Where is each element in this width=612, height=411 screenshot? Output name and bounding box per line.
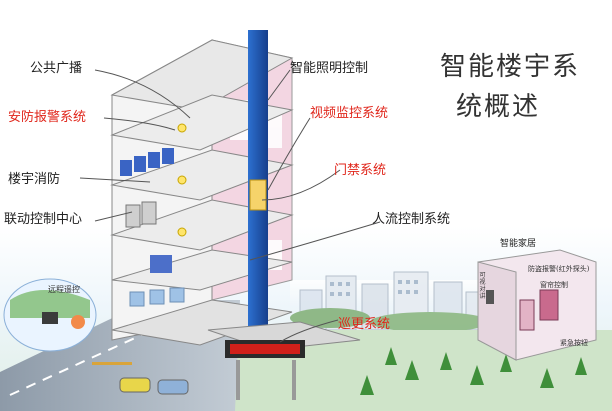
- label-people-flow: 人流控制系统: [372, 212, 451, 227]
- label-lighting-control: 智能照明控制: [290, 61, 369, 76]
- entrance-canopy: [207, 321, 361, 400]
- label-video-intercom: 可视对讲: [479, 272, 486, 300]
- label-patrol: 巡更系统: [338, 317, 391, 332]
- server-racks: [120, 148, 174, 176]
- label-emergency-button: 紧急按钮: [560, 339, 588, 347]
- elevator-shaft: [248, 30, 268, 350]
- label-smart-home: 智能家居: [500, 239, 537, 249]
- label-public-broadcast: 公共广播: [30, 61, 83, 76]
- label-curtain-control: 窗帘控制: [540, 281, 568, 289]
- label-video-surveillance: 视频监控系统: [310, 106, 389, 121]
- remote-control-bubble: [3, 278, 97, 352]
- label-security-alarm: 安防报警系统: [8, 110, 87, 125]
- diagram-title-line1: 智能楼宇系: [440, 52, 581, 82]
- smart-home-room: [477, 249, 597, 361]
- control-cabinets: [125, 201, 172, 273]
- label-control-center: 联动控制中心: [4, 212, 83, 227]
- label-fire-protection: 楼宇消防: [8, 172, 61, 187]
- label-remote-control: 远程遥控: [48, 285, 80, 294]
- parking-area: [92, 362, 189, 395]
- label-access-control: 门禁系统: [334, 163, 387, 178]
- leader-lines: [79, 69, 381, 343]
- label-smart-home-alarm: 防盗报警(红外探头): [528, 265, 590, 273]
- diagram-title-line2: 统概述: [456, 92, 541, 122]
- trees: [360, 347, 587, 395]
